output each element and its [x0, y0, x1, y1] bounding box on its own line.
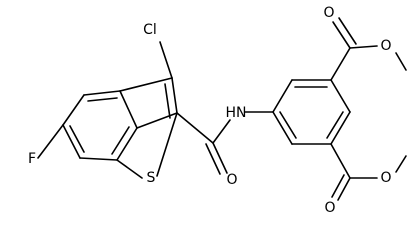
bond [205, 143, 221, 175]
bond [119, 77, 173, 92]
bond [330, 47, 351, 81]
bond [136, 112, 178, 129]
ester-top-carbonyl-oxygen-label: O [323, 5, 334, 21]
bond [37, 124, 64, 159]
bond [159, 41, 173, 79]
bond [326, 111, 344, 139]
ester-bottom-ether-oxygen-label: O [380, 170, 391, 186]
bond [330, 111, 351, 145]
bond [332, 21, 351, 49]
ester-bottom-carbonyl-oxygen-label: O [324, 200, 335, 216]
bond [395, 52, 407, 71]
bond [212, 142, 228, 174]
atom-labels: Cl F S HN O O O O O [28, 5, 392, 216]
bond [330, 143, 351, 179]
bond [279, 111, 297, 139]
bond [338, 17, 357, 45]
sulfur-label: S [147, 170, 156, 186]
bond [116, 159, 143, 179]
bond [171, 77, 178, 114]
bond [83, 90, 121, 96]
bond [331, 174, 345, 198]
bond [156, 112, 178, 177]
bond [116, 127, 138, 161]
bond [164, 83, 171, 119]
fluorine-label: F [28, 151, 36, 167]
bond [272, 111, 293, 145]
bond [395, 155, 407, 173]
bond [111, 126, 130, 155]
bond [62, 94, 85, 126]
bonds [37, 17, 407, 201]
molecule-structure-diagram: Cl F S HN O O O O O [28, 5, 407, 216]
bond [62, 124, 81, 159]
bond [349, 45, 378, 49]
ester-top-ether-oxygen-label: O [380, 38, 391, 54]
amide-oxygen-label: O [226, 172, 237, 188]
bond [330, 79, 351, 113]
bond [212, 119, 231, 144]
chlorine-label: Cl [143, 22, 157, 38]
bond [87, 97, 118, 102]
amide-nh-label: HN [226, 105, 247, 121]
bond [119, 90, 138, 129]
bond [272, 79, 293, 113]
bond [79, 157, 118, 161]
bond [176, 112, 214, 144]
bond [69, 125, 85, 153]
bond [337, 177, 351, 201]
